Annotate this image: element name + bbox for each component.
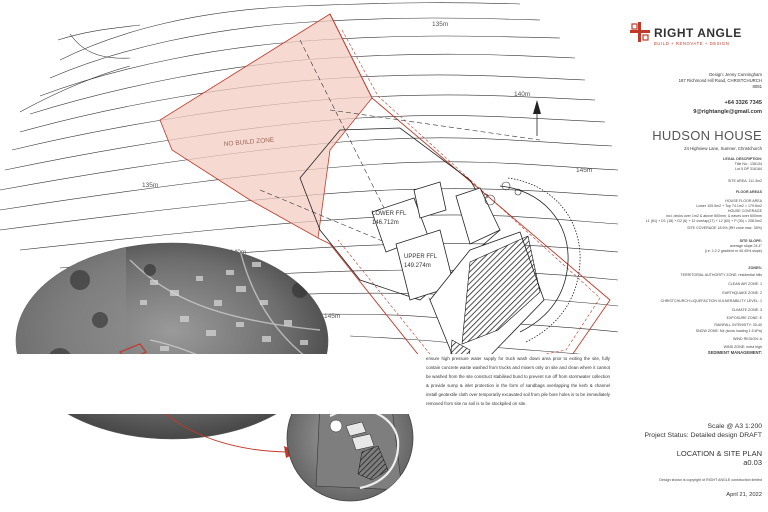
address-line1: 187 Richmond Hill Road, CHRISTCHURCH	[678, 78, 762, 83]
legal-heading: LEGAL DESCRIPTION:	[723, 157, 762, 161]
zone-clean-air: CLEAN AIR ZONE: 1	[728, 282, 762, 286]
email: 9@rightangle@gmail.com	[693, 109, 762, 115]
slope-line1: average slope 24.4°	[729, 244, 762, 248]
slope-heading: SITE SLOPE:	[739, 239, 762, 243]
upper-ffl-value: 149.274m	[404, 263, 431, 269]
zone-liquefaction: CHRISTCHURCH LIQUEFACTION VULNERABILITY …	[660, 299, 762, 303]
lower-ffl-label: LOWER FFL	[372, 211, 407, 217]
driveway	[499, 177, 581, 343]
designer: Design: Jenny Cunningham	[709, 72, 762, 77]
lower-ffl-value: 146.712m	[372, 220, 399, 226]
brand-name: RIGHT ANGLE	[654, 26, 742, 40]
north-arrow-icon	[533, 100, 541, 136]
zone-snow: SNOW ZONE: N4 (snow loading 1.5 kPa)	[695, 329, 762, 333]
zone-exposure: EXPOSURE ZONE: E	[726, 316, 762, 320]
contour-label: 135m	[432, 21, 448, 28]
sediment-note-block: ensure high pressure water supply for tr…	[0, 354, 620, 414]
project-address: 24 Highview Lane, Sumner, Christchurch	[684, 146, 762, 151]
floor-line2: Lower 105.5m2 + Top 74.1m2 = 179.6m2	[696, 204, 762, 208]
floor-line5: L1 (81) + D1 (18) + D2 (6) + 12 overlap(…	[645, 219, 762, 223]
slope-line2: (i.e. 1:2.2 gradient or 45.45% slope)	[704, 249, 762, 253]
date: April 21, 2022	[726, 492, 762, 498]
floor-line6: SITE COVERAGE 18.6% (RH zone max. 35%)	[687, 226, 762, 230]
upper-ffl-label: UPPER FFL	[404, 254, 438, 260]
no-build-zone	[159, 13, 373, 239]
contour-label: 145m	[324, 313, 340, 320]
zone-climate: CLIMATE ZONE: 3	[731, 308, 762, 312]
site-area: SITE AREA: 111.3m2	[727, 179, 762, 183]
sediment-heading: SEDIMENT MANAGEMENT:	[707, 350, 762, 355]
scale: Scale @ A3 1:200	[707, 423, 762, 430]
contour-label: 145m	[576, 167, 592, 174]
no-build-zone-label: NO BUILD ZONE	[224, 137, 276, 148]
sheet-title: LOCATION & SITE PLAN	[676, 449, 762, 458]
contour-label: 140m	[514, 91, 530, 98]
brand-tagline: BUILD + RENOVATE + DESIGN	[654, 41, 730, 46]
zone-territorial: TERRITORIAL AUTHORITY ZONE: residential …	[680, 273, 762, 277]
floor-line4: incl. decks over 1m2 & above 800mm, & ea…	[666, 214, 762, 218]
title-block: RIGHT ANGLE BUILD + RENOVATE + DESIGN De…	[620, 0, 768, 512]
contour-label: 135m	[142, 182, 158, 189]
floor-line3: HOUSE COVERAGE	[727, 209, 762, 213]
right-angle-logo-icon	[630, 22, 650, 42]
sediment-text: ensure high pressure water supply for tr…	[426, 356, 610, 406]
address-line2: 8081	[752, 84, 762, 89]
legal-line2: Lot 5 DP 316184	[735, 167, 762, 171]
zone-earthquake: EARTHQUAKE ZONE: 2	[722, 291, 762, 295]
copyright: Design shown is copyright of RIGHT ANGLE…	[659, 478, 762, 482]
zone-rainfall: RAINFALL INTENSITY: 30-40	[714, 323, 762, 327]
phone: +64 3326 7345	[724, 100, 763, 106]
deck-hatched	[461, 235, 541, 345]
site-plan-drawing: 135m 140m 145m 135m 140m 145m 150m NO BU…	[0, 2, 619, 502]
zones-heading: ZONES:	[748, 266, 762, 270]
trees	[483, 181, 522, 206]
project-status: Project Status: Detailed design DRAFT	[644, 432, 763, 439]
floor-heading: FLOOR AREAS	[735, 190, 762, 194]
zone-wind-zone: WIND ZONE: extra high	[723, 345, 762, 349]
floor-line1: HOUSE FLOOR AREA	[725, 199, 762, 203]
project-title: HUDSON HOUSE	[652, 128, 762, 143]
zone-wind-region: WIND REGION: A	[733, 337, 762, 341]
building-footprint	[299, 127, 545, 361]
legal-line1: Title No.: 136134	[734, 162, 762, 166]
sheet-number: a0.03	[743, 458, 762, 467]
